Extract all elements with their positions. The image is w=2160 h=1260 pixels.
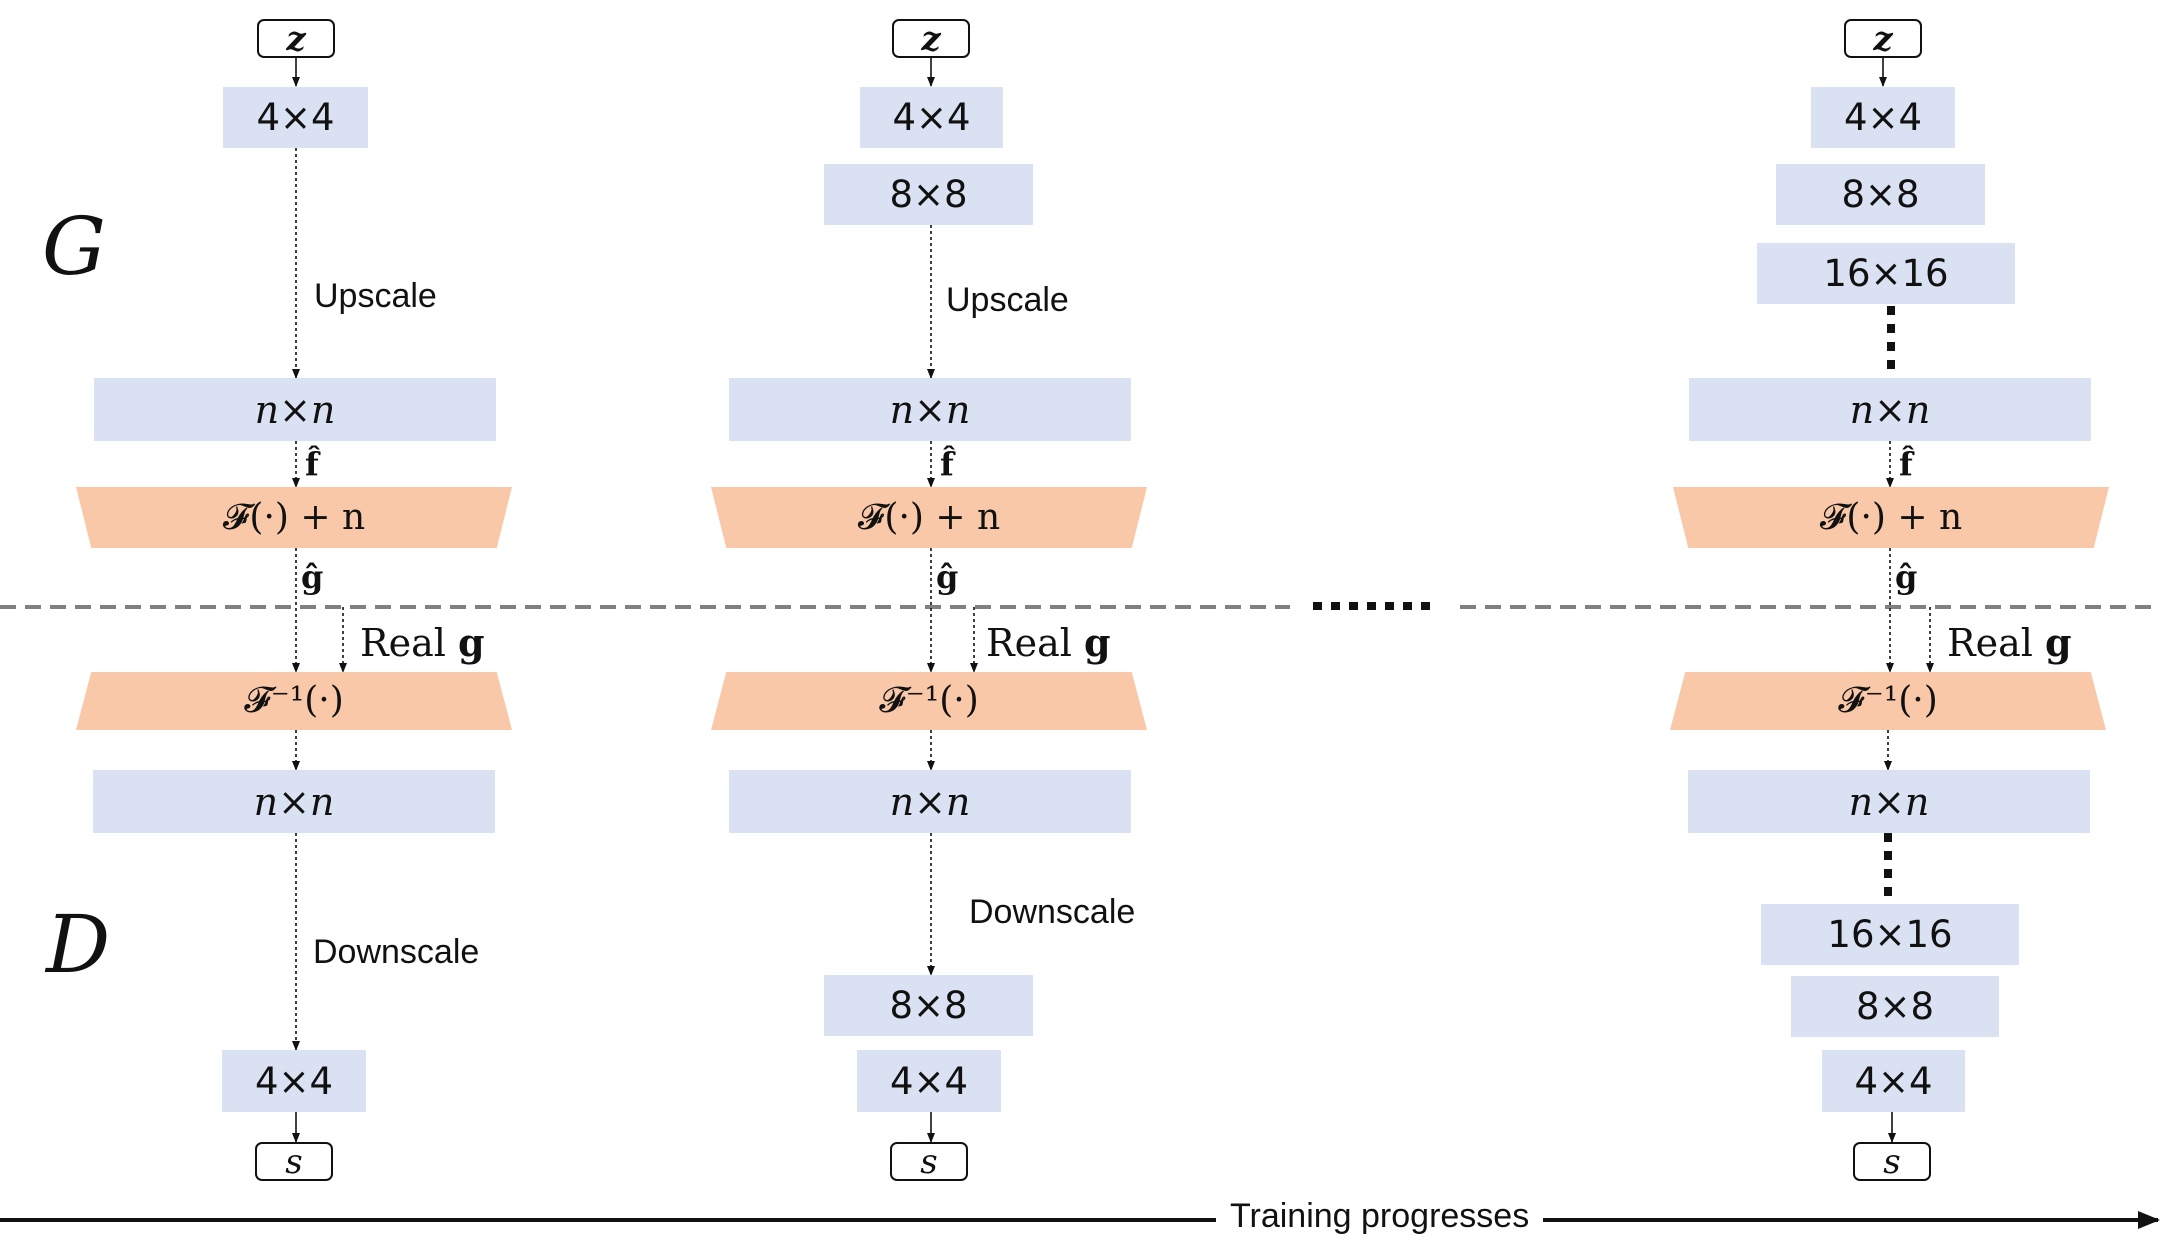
col2-g-hat: ĝ (936, 558, 959, 596)
col1-downscale-label: Downscale (313, 933, 480, 971)
col3-input-z: z (1844, 19, 1922, 59)
training-progresses-label: Training progresses (1216, 1197, 1544, 1236)
col2-disc-nxn: n×n (729, 770, 1131, 833)
col3-disc-8x8: 8×8 (1791, 976, 1999, 1037)
col2-downscale-label: Downscale (969, 893, 1136, 931)
col2-gen-nxn: n×n (729, 378, 1131, 441)
col2-gen-4x4: 4×4 (860, 87, 1003, 148)
column-3-connectors (1879, 58, 1934, 1143)
col2-disc-8x8: 8×8 (824, 975, 1033, 1036)
col3-forward-operator: 𝓕(·) + n (1673, 487, 2109, 548)
col1-gen-nxn: n×n (94, 378, 496, 441)
col3-gen-nxn: n×n (1689, 378, 2091, 441)
col2-input-z: z (892, 19, 970, 59)
col1-real-g-label: Real g (360, 620, 485, 665)
col1-output-s: s (255, 1142, 333, 1182)
col2-forward-operator: 𝓕(·) + n (711, 487, 1147, 548)
col3-disc-16x16: 16×16 (1761, 904, 2019, 965)
col1-gen-4x4: 4×4 (223, 87, 368, 148)
col1-inverse-operator: 𝓕⁻¹(·) (76, 672, 512, 730)
col2-f-hat: f̂ (940, 445, 954, 483)
col1-disc-nxn: n×n (93, 770, 495, 833)
discriminator-label: D (46, 898, 111, 991)
col2-disc-4x4: 4×4 (857, 1050, 1001, 1112)
col3-real-g-label: Real g (1947, 620, 2072, 665)
col3-f-hat: f̂ (1899, 445, 1913, 483)
col3-inverse-operator: 𝓕⁻¹(·) (1670, 672, 2106, 730)
column-1-connectors (292, 58, 347, 1143)
col1-g-hat: ĝ (301, 558, 324, 596)
col3-g-hat: ĝ (1895, 558, 1918, 596)
col3-gen-4x4: 4×4 (1811, 87, 1955, 148)
col1-f-hat: f̂ (305, 445, 319, 483)
col1-forward-operator: 𝓕(·) + n (76, 487, 512, 548)
column-2-connectors (927, 58, 978, 1143)
col3-gen-16x16: 16×16 (1757, 243, 2015, 304)
col3-disc-4x4: 4×4 (1822, 1050, 1965, 1112)
col2-gen-8x8: 8×8 (824, 164, 1033, 225)
col1-upscale-label: Upscale (314, 277, 437, 315)
col2-inverse-operator: 𝓕⁻¹(·) (711, 672, 1147, 730)
col2-real-g-label: Real g (986, 620, 1111, 665)
generator-label: G (42, 200, 106, 293)
col2-output-s: s (890, 1142, 968, 1182)
col2-upscale-label: Upscale (946, 281, 1069, 319)
col1-disc-4x4: 4×4 (222, 1050, 366, 1112)
col3-gen-8x8: 8×8 (1776, 164, 1985, 225)
col3-output-s: s (1853, 1142, 1931, 1182)
col1-input-z: z (257, 19, 335, 59)
col3-disc-nxn: n×n (1688, 770, 2090, 833)
